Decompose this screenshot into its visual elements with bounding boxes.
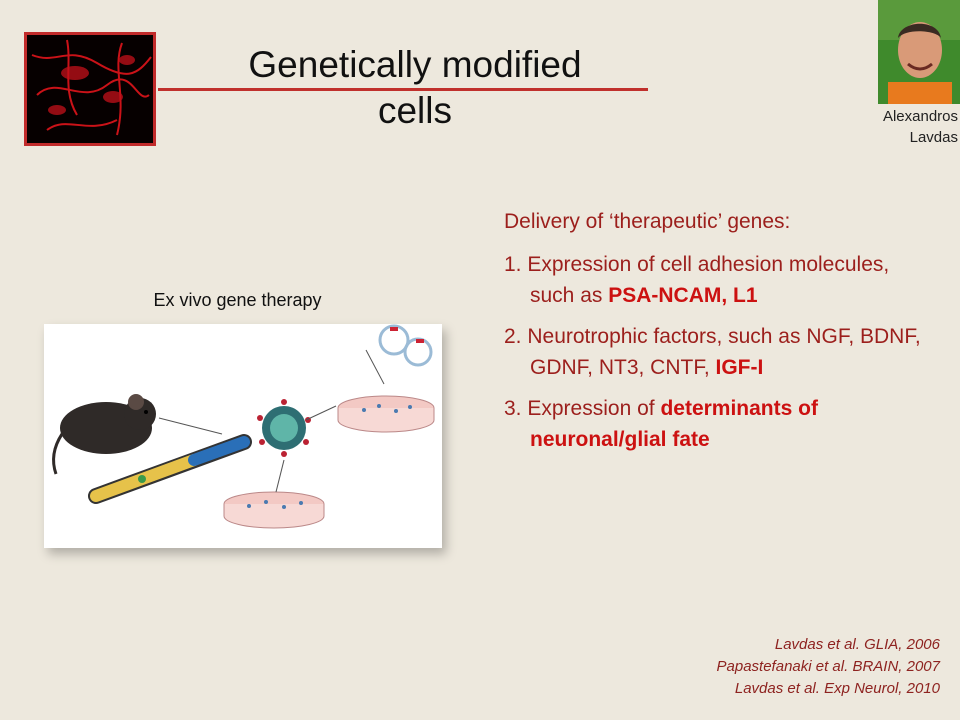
author-last-name: Lavdas (909, 129, 958, 146)
list-item: 2. Neurotrophic factors, such as NGF, BD… (504, 325, 921, 379)
list-item: 3. Expression of determinants of neurona… (504, 397, 818, 451)
reference-item: Lavdas et al. Exp Neurol, 2010 (734, 680, 940, 697)
title-rule (158, 88, 648, 91)
reference-item: Lavdas et al. GLIA, 2006 (774, 636, 940, 653)
reference-item: Papastefanaki et al. BRAIN, 2007 (716, 658, 940, 675)
petri-dish-bottom-icon (223, 491, 325, 529)
author-name: Alexandros Lavdas (858, 106, 958, 148)
virus-plasmid-icon (378, 324, 433, 367)
title-line-2: cells (377, 90, 453, 131)
references: Lavdas et al. GLIA, 2006 Papastefanaki e… (540, 634, 940, 700)
gene-therapy-figure (44, 324, 442, 548)
author-first-name: Alexandros (882, 108, 958, 125)
list-item: 1. Expression of cell adhesion molecules… (504, 253, 890, 307)
micrograph-image (24, 32, 156, 146)
bullet-points: Delivery of ‘therapeutic’ genes: 1. Expr… (504, 206, 934, 465)
points-heading: Delivery of ‘therapeutic’ genes: (504, 210, 791, 233)
title-line-1: Genetically modified (248, 44, 582, 85)
petri-dish-top-icon (337, 395, 435, 433)
virus-particle-icon (257, 399, 311, 457)
mouse-icon (52, 394, 156, 475)
syringe-icon (88, 434, 252, 504)
figure-caption: Ex vivo gene therapy (153, 290, 322, 310)
slide-title: Genetically modified cells (200, 42, 630, 134)
author-photo (878, 0, 960, 104)
